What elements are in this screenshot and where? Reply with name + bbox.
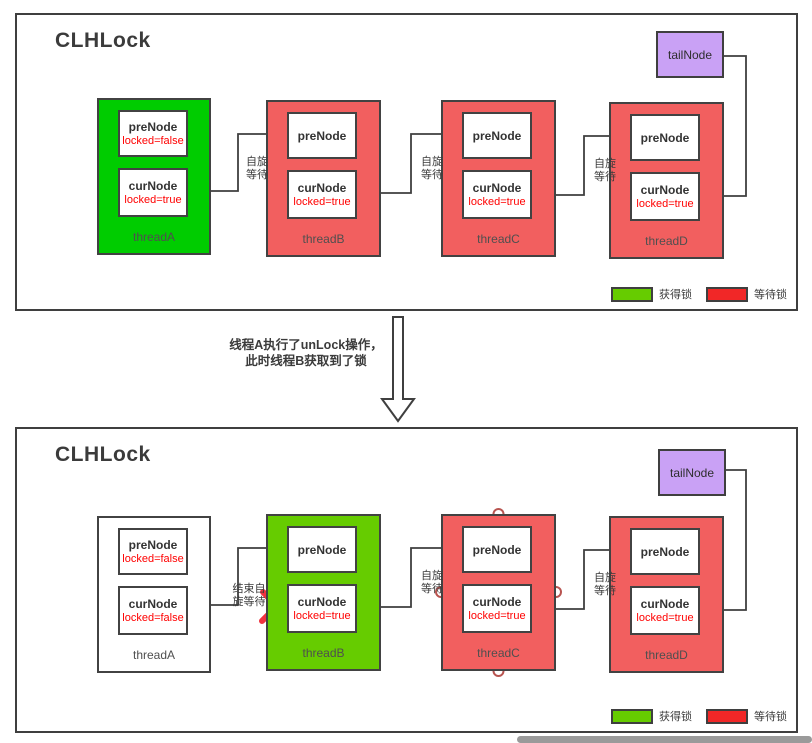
prenode-box: preNode [287,112,357,159]
tailnode-label: tailNode [669,465,715,480]
legend-acquired-swatch [611,286,653,302]
curnode-status: locked=true [124,193,182,206]
legend-acquired-label: 获得锁 [659,711,692,723]
curnode-box: curNode locked=true [118,168,188,217]
thread-name: threadB [302,232,345,246]
thread-box-threadA: preNode locked=false curNode locked=fals… [97,516,211,673]
prenode-box: preNode [462,526,532,573]
transition-caption: 线程A执行了unLock操作， 此时线程B获取到了锁 [225,337,387,369]
clhlock-panel-after: CLHLock preNode locked=false curNode loc… [15,427,798,733]
transition-caption-line1: 线程A执行了unLock操作， [229,338,383,352]
page-title: CLHLock [55,443,151,466]
curnode-status: locked=true [636,611,694,624]
thread-box-threadD: preNode curNode locked=true threadD [609,516,724,673]
thread-name: threadC [477,646,520,660]
curnode-box: curNode locked=true [630,172,700,221]
prenode-box: preNode [462,112,532,159]
prenode-box: preNode locked=false [118,528,188,575]
legend-acquired-label: 获得锁 [659,289,692,301]
curnode-label: curNode [472,180,522,195]
legend-waiting-label: 等待锁 [754,289,787,301]
thread-name: threadB [302,646,345,660]
thread-box-threadB: preNode curNode locked=true threadB [266,514,381,671]
curnode-label: curNode [640,596,690,611]
curnode-status: locked=true [636,197,694,210]
curnode-box: curNode locked=true [287,170,357,219]
page-title: CLHLock [55,29,151,52]
prenode-status: locked=false [122,134,184,147]
link-threadC-pre-to-threadB-cur [358,547,462,616]
thread-box-threadC: preNode curNode locked=true threadC [441,100,556,257]
prenode-label: preNode [128,537,178,552]
tailnode-box: tailNode [658,449,726,496]
down-arrow-icon [380,316,416,423]
prenode-box: preNode [630,114,700,161]
tailnode-label: tailNode [667,47,713,62]
spin-wait-label-threadD: 自旋 等待 [594,158,616,183]
prenode-label: preNode [472,128,522,143]
curnode-box: curNode locked=true [462,170,532,219]
prenode-box: preNode locked=false [118,110,188,157]
curnode-status: locked=true [468,609,526,622]
link-threadC-pre-to-threadB-cur [358,133,462,202]
thread-box-threadB: preNode curNode locked=true threadB [266,100,381,257]
curnode-label: curNode [128,178,178,193]
curnode-box: curNode locked=true [462,584,532,633]
curnode-label: curNode [128,596,178,611]
thread-box-threadD: preNode curNode locked=true threadD [609,102,724,259]
prenode-box: preNode [630,528,700,575]
legend-waiting-swatch [706,286,748,302]
legend-waiting-swatch [706,708,748,724]
spin-wait-label-threadC: 自旋 等待 [421,156,443,181]
thread-name: threadA [132,648,176,662]
thread-box-threadC: preNode curNode locked=true threadC [441,514,556,671]
curnode-status: locked=false [122,611,184,624]
thread-box-threadA: preNode locked=false curNode locked=true… [97,98,211,255]
prenode-label: preNode [297,542,347,557]
curnode-label: curNode [472,594,522,609]
curnode-status: locked=true [293,609,351,622]
link-threadD-pre-to-threadC-cur [533,549,630,618]
spin-wait-label-threadC: 自旋 等待 [421,570,443,595]
thread-name: threadD [645,648,688,662]
thread-name: threadA [132,230,176,244]
end-spin-wait-label-threadB: 结束自 旋等待 [232,583,266,608]
spin-wait-label-threadB: 自旋 等待 [246,156,268,181]
transition-caption-line2: 此时线程B获取到了锁 [245,354,367,368]
tailnode-box: tailNode [656,31,724,78]
curnode-status: locked=true [468,195,526,208]
link-threadB-pre-to-threadA-cur [189,133,287,200]
curnode-status: locked=true [293,195,351,208]
link-tailnode-to-threadD-cur [701,469,747,619]
spin-wait-label-threadD: 自旋 等待 [594,572,616,597]
prenode-status: locked=false [122,552,184,565]
horizontal-scrollbar-thumb[interactable] [517,736,812,743]
prenode-box: preNode [287,526,357,573]
legend: 获得锁 等待锁 [611,286,787,302]
link-tailnode-to-threadD-cur [701,55,747,205]
curnode-label: curNode [297,180,347,195]
prenode-label: preNode [297,128,347,143]
curnode-label: curNode [297,594,347,609]
prenode-label: preNode [640,544,690,559]
curnode-box: curNode locked=false [118,586,188,635]
legend-waiting-label: 等待锁 [754,711,787,723]
prenode-label: preNode [128,119,178,134]
prenode-label: preNode [472,542,522,557]
thread-name: threadD [645,234,688,248]
legend: 获得锁 等待锁 [611,708,787,724]
prenode-label: preNode [640,130,690,145]
legend-acquired-swatch [611,708,653,724]
thread-name: threadC [477,232,520,246]
curnode-box: curNode locked=true [287,584,357,633]
curnode-box: curNode locked=true [630,586,700,635]
curnode-label: curNode [640,182,690,197]
link-threadD-pre-to-threadC-cur [533,135,630,204]
clhlock-panel-before: CLHLock preNode locked=false curNode loc… [15,13,798,311]
link-threadB-pre-to-threadA-cur [189,547,287,614]
